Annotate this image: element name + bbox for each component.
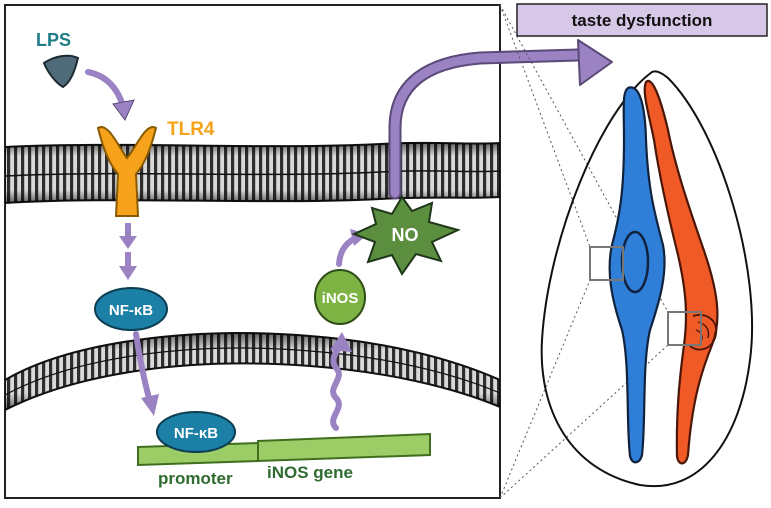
- taste-bud-outline: [540, 70, 754, 488]
- nfkb-nucleus-label: NF-κB: [174, 425, 218, 442]
- inos-protein: [314, 269, 366, 325]
- tlr4-label: TLR4: [167, 119, 215, 140]
- zoom-box-orange-cell: [667, 311, 702, 346]
- nuclear-membrane: [5, 332, 500, 412]
- lps-molecule: [42, 54, 80, 89]
- nfkb-cytoplasm: [94, 287, 168, 331]
- no-label: NO: [392, 225, 419, 245]
- lps-label: LPS: [36, 30, 71, 50]
- taste-cell-blue: [608, 86, 666, 464]
- arrow-no-to-taste-cells: [388, 39, 613, 200]
- inos-gene-label: iNOS gene: [267, 463, 353, 482]
- arrow-tlr4-to-nfkb: [119, 223, 137, 280]
- nfkb-cytoplasm-label: NF-κB: [109, 302, 153, 319]
- inos-gene-region: [257, 432, 431, 463]
- tlr4-receptor: [96, 126, 158, 217]
- arrow-lps-to-tlr4: [85, 69, 135, 121]
- arrow-gene-to-inos: [330, 332, 352, 431]
- no-molecule: [351, 195, 461, 276]
- taste-dysfunction-banner: [516, 3, 768, 37]
- arrow-nfkb-to-nucleus: [133, 331, 159, 416]
- zoom-box-blue-cell: [589, 246, 624, 281]
- promoter-label: promoter: [158, 469, 233, 488]
- plasma-membrane: [5, 141, 500, 205]
- taste-dysfunction-label: taste dysfunction: [572, 11, 713, 30]
- nfkb-nucleus: [156, 411, 236, 453]
- inos-protein-label: iNOS: [322, 290, 359, 307]
